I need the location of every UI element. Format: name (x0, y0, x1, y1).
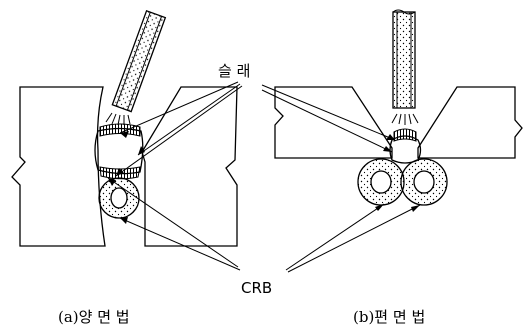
crb-core-a (110, 187, 128, 209)
arc-rays-a (105, 112, 131, 126)
crb-core-b-right (413, 170, 435, 194)
slag-top-a (99, 123, 141, 137)
slag-leaders (115, 81, 396, 177)
panel-a (11, 9, 238, 247)
panel-b (274, 9, 523, 206)
caption-b: (b)편 면 법 (353, 308, 425, 326)
left-plate-b (274, 86, 393, 159)
arrowheads (108, 131, 420, 224)
caption-a: (a)양 면 법 (58, 308, 130, 326)
right-plate-b (417, 86, 523, 159)
right-plate-a (141, 86, 238, 247)
electrode-a (111, 9, 167, 113)
slag-label: 슬 래 (218, 62, 250, 80)
crb-label: CRB (241, 279, 272, 297)
crb-leaders (107, 177, 421, 273)
left-plate-a (11, 86, 106, 247)
electrode-b (392, 9, 416, 109)
arc-rays-b (391, 113, 419, 125)
crb-core-b-left (370, 170, 392, 194)
slag-b (393, 128, 417, 142)
